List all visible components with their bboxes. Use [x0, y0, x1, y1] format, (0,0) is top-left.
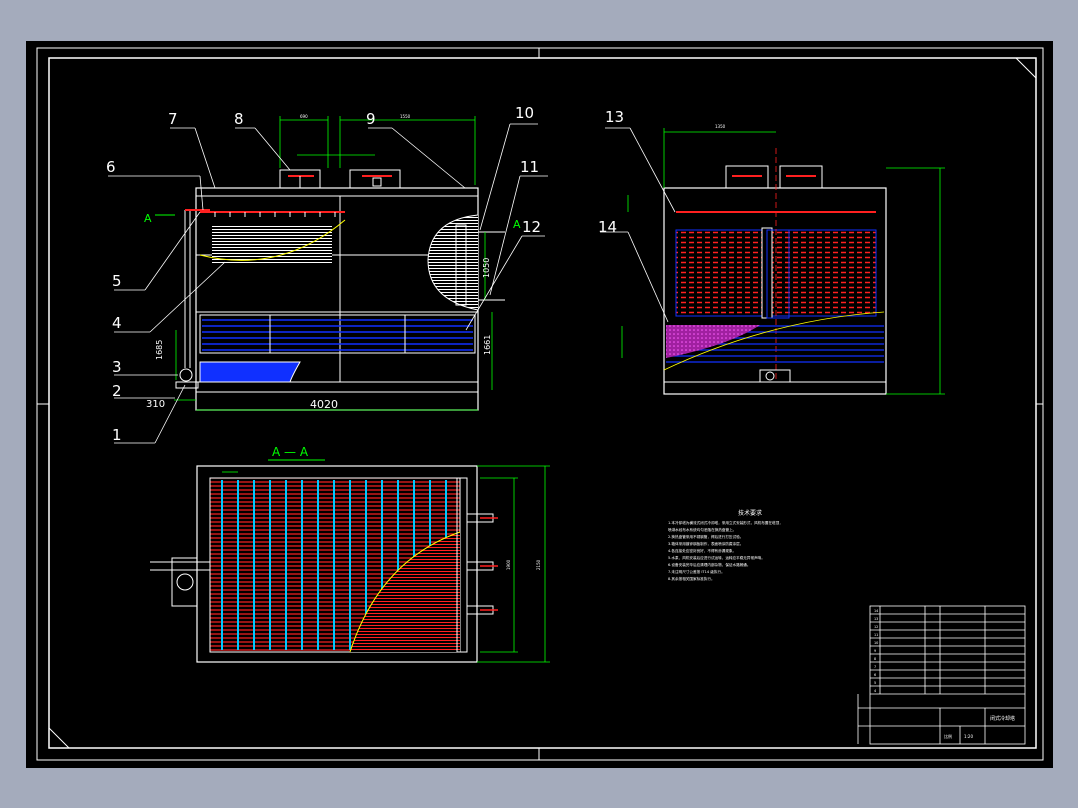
front-view: 690 1550 4020 310 1685 1661 1050 A A — [144, 114, 521, 411]
dim-height-right: 1661 — [483, 335, 492, 355]
svg-text:2150: 2150 — [536, 559, 541, 570]
callout-8: 8 — [234, 110, 244, 128]
svg-text:1350: 1350 — [715, 124, 726, 129]
svg-text:5: 5 — [874, 681, 876, 685]
notes-title: 技术要求 — [738, 509, 762, 517]
callout-1: 1 — [112, 426, 122, 444]
svg-text:1900: 1900 — [506, 559, 511, 570]
svg-text:6: 6 — [874, 673, 876, 677]
callout-14: 14 — [598, 218, 617, 236]
scale-label: 比例 — [944, 733, 952, 739]
note-line: 6.设备安装完毕后应清理内部杂物，保证水路畅通。 — [668, 562, 751, 567]
side-view: 1350 — [621, 124, 945, 395]
scale-value: 1:20 — [964, 734, 973, 739]
section-mark-right: A — [513, 218, 521, 231]
svg-text:13: 13 — [874, 617, 878, 621]
callout-10: 10 — [515, 104, 534, 122]
dim-small-right: 1050 — [482, 258, 491, 278]
callout-5: 5 — [112, 272, 122, 290]
note-line: 8.其余按相关国家标准执行。 — [668, 576, 715, 581]
callout-12: 12 — [522, 218, 541, 236]
note-line: 1.本冷却塔为横流式闭式冷却塔，采用立式安装形式，风机布置在塔顶， — [668, 520, 783, 525]
svg-text:10: 10 — [874, 641, 878, 645]
callout-4: 4 — [112, 314, 122, 332]
callouts — [108, 123, 676, 444]
drawing-sheet — [26, 41, 1053, 768]
title-block-text: 14 13 12 11 10 9 8 7 6 5 4 闭式冷却塔 比例 1:20 — [874, 609, 1015, 739]
section-mark-left: A — [144, 212, 152, 225]
section-title: A — A — [272, 445, 309, 459]
callout-6: 6 — [106, 158, 116, 176]
note-line: 3.箱体采用镀锌钢板制作，表面喷涂防腐涂层。 — [668, 541, 743, 546]
svg-text:9: 9 — [874, 649, 876, 653]
technical-notes: 技术要求 1.本冷却塔为横流式闭式冷却塔，采用立式安装形式，风机布置在塔顶， 喷… — [668, 509, 783, 581]
dim-height-left: 1685 — [155, 340, 164, 360]
svg-text:7: 7 — [874, 665, 876, 669]
svg-text:8: 8 — [874, 657, 876, 661]
svg-text:11: 11 — [874, 633, 878, 637]
note-line: 2.换热盘管采用不锈钢管，焊后进行打压试验。 — [668, 534, 743, 539]
drawing-name: 闭式冷却塔 — [990, 715, 1015, 722]
callout-9: 9 — [366, 110, 376, 128]
inner-frame — [48, 57, 1037, 749]
callout-11: 11 — [520, 158, 539, 176]
callout-7: 7 — [168, 110, 178, 128]
svg-text:14: 14 — [874, 609, 878, 613]
section-view: A — A — [150, 445, 550, 663]
svg-text:4: 4 — [874, 689, 876, 693]
svg-text:12: 12 — [874, 625, 878, 629]
callout-2: 2 — [112, 382, 122, 400]
svg-text:1550: 1550 — [400, 114, 411, 119]
dim-left-offset: 310 — [146, 399, 165, 410]
note-line: 喷淋水经布水系统均匀洒落在换热盘管上。 — [668, 527, 736, 532]
svg-text:690: 690 — [300, 114, 308, 119]
note-line: 5.水泵、风机安装后应进行试运转，运转应平稳无异常声响。 — [668, 555, 765, 560]
title-block — [857, 605, 1026, 745]
note-line: 7.未注明尺寸公差按 IT14 级执行。 — [668, 569, 725, 574]
callout-13: 13 — [605, 108, 624, 126]
dim-overall-length: 4020 — [310, 398, 338, 411]
callout-3: 3 — [112, 358, 122, 376]
note-line: 4.各连接处应密封良好，不得有渗漏现象。 — [668, 548, 736, 553]
